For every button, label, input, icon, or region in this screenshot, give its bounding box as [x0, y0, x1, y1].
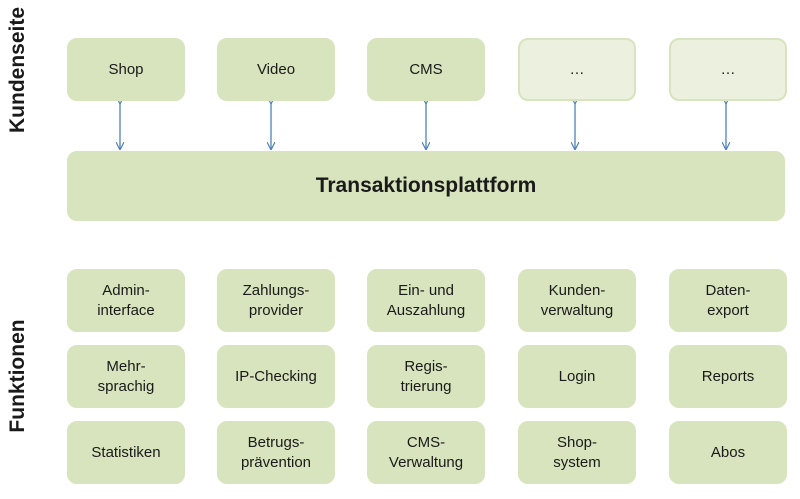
function-box: Abos	[669, 421, 787, 484]
function-box: Statistiken	[67, 421, 185, 484]
function-box: Mehr- sprachig	[67, 345, 185, 408]
function-box: Regis- trierung	[367, 345, 485, 408]
function-box: Zahlungs- provider	[217, 269, 335, 332]
function-box: Daten- export	[669, 269, 787, 332]
function-box: Reports	[669, 345, 787, 408]
function-box: Ein- und Auszahlung	[367, 269, 485, 332]
more-box: …	[518, 38, 636, 101]
function-box: IP-Checking	[217, 345, 335, 408]
more-box: …	[669, 38, 787, 101]
video-box: Video	[217, 38, 335, 101]
function-box: Login	[518, 345, 636, 408]
function-box: Shop- system	[518, 421, 636, 484]
function-box: Betrugs- prävention	[217, 421, 335, 484]
cms-box: CMS	[367, 38, 485, 101]
function-box: CMS- Verwaltung	[367, 421, 485, 484]
shop-box: Shop	[67, 38, 185, 101]
function-box: Kunden- verwaltung	[518, 269, 636, 332]
function-box: Admin- interface	[67, 269, 185, 332]
transaction-platform: Transaktionsplattform	[67, 151, 785, 221]
